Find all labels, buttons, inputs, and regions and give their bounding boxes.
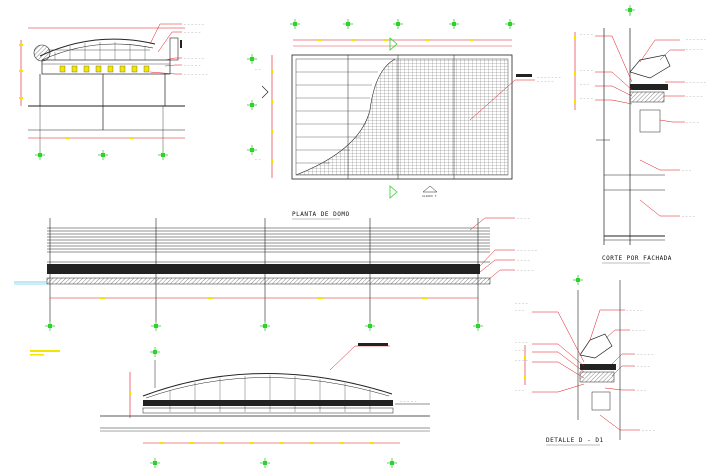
svg-text:— — — — — —: — — — — — — xyxy=(184,56,204,60)
svg-text:— — — —: — — — — xyxy=(686,120,699,124)
svg-text:— — — —: — — — — xyxy=(580,68,593,72)
svg-text:— — — — — —: — — — — — — xyxy=(184,22,204,26)
svg-text:— — — —: — — — — xyxy=(515,358,528,362)
facade-section: — — — — — — — — — — — — — — — — — — — — … xyxy=(574,4,706,264)
svg-text:— — — — —: — — — — — xyxy=(686,47,702,51)
svg-text:— — —: — — — xyxy=(515,388,524,392)
svg-text:— —: — — xyxy=(255,157,261,161)
svg-text:— — — — —: — — — — — xyxy=(686,94,702,98)
svg-text:— — — —: — — — — xyxy=(517,258,530,262)
svg-text:— — —: — — — xyxy=(637,388,646,392)
plan-dome-title: PLANTA DE DOMO xyxy=(292,211,350,218)
long-elevation: PLANTA DE DOMO xyxy=(14,211,537,332)
svg-text:— — —: — — — xyxy=(515,348,524,352)
svg-text:— — — — —: — — — — — xyxy=(184,30,200,34)
svg-text:— — — — —: — — — — — xyxy=(626,308,642,312)
svg-text:— — — —: — — — — xyxy=(637,364,650,368)
svg-text:— — —: — — — xyxy=(580,82,589,86)
alzado-3-label: ALZADO 3 xyxy=(422,194,437,198)
svg-text:— — — — — —: — — — — — — xyxy=(686,37,706,41)
detail-title: DETALLE D - D1 xyxy=(546,437,604,444)
svg-text:— — — —: — — — — xyxy=(642,428,655,432)
section-view-top-left: — — — — — — — — — — — — — — — — — — — — … xyxy=(19,22,208,161)
svg-text:— — —: — — — xyxy=(682,168,691,172)
plan-view-dome: — — — — — — — — — — — — ALZADO 3 — — — — xyxy=(246,18,561,199)
svg-text:— — — — —: — — — — — xyxy=(184,63,200,67)
svg-text:— — — —: — — — — xyxy=(515,301,528,305)
svg-text:— — — — — — —: — — — — — — — xyxy=(537,75,561,79)
svg-text:— — — — — — —: — — — — — — — xyxy=(184,72,208,76)
facade-section-title: CORTE POR FACHADA xyxy=(602,255,672,262)
svg-text:— — — —: — — — — xyxy=(580,96,593,100)
small-title-left xyxy=(30,350,60,356)
svg-text:— — — — —: — — — — — xyxy=(637,352,653,356)
svg-text:— — — —: — — — — xyxy=(580,32,593,36)
svg-text:— — — — —: — — — — — xyxy=(400,399,416,403)
svg-text:— — — —: — — — — xyxy=(517,216,530,220)
detail-d-d1: — — — — — — — — — — — — — — — — — — — — … xyxy=(515,274,655,446)
svg-text:— — — —: — — — — xyxy=(682,214,695,218)
svg-text:— —: — — xyxy=(255,67,261,71)
svg-text:— — — —: — — — — xyxy=(515,340,528,344)
svg-text:— — — — —: — — — — — xyxy=(537,79,553,83)
svg-text:— — — — — —: — — — — — — xyxy=(686,80,706,84)
svg-text:— — — — —: — — — — — xyxy=(517,268,533,272)
svg-text:— — — — — —: — — — — — — xyxy=(517,248,537,252)
svg-text:— — — —: — — — — xyxy=(632,328,645,332)
svg-text:— — —: — — — xyxy=(515,308,524,312)
dome-elevation: — — — — — xyxy=(100,343,430,469)
